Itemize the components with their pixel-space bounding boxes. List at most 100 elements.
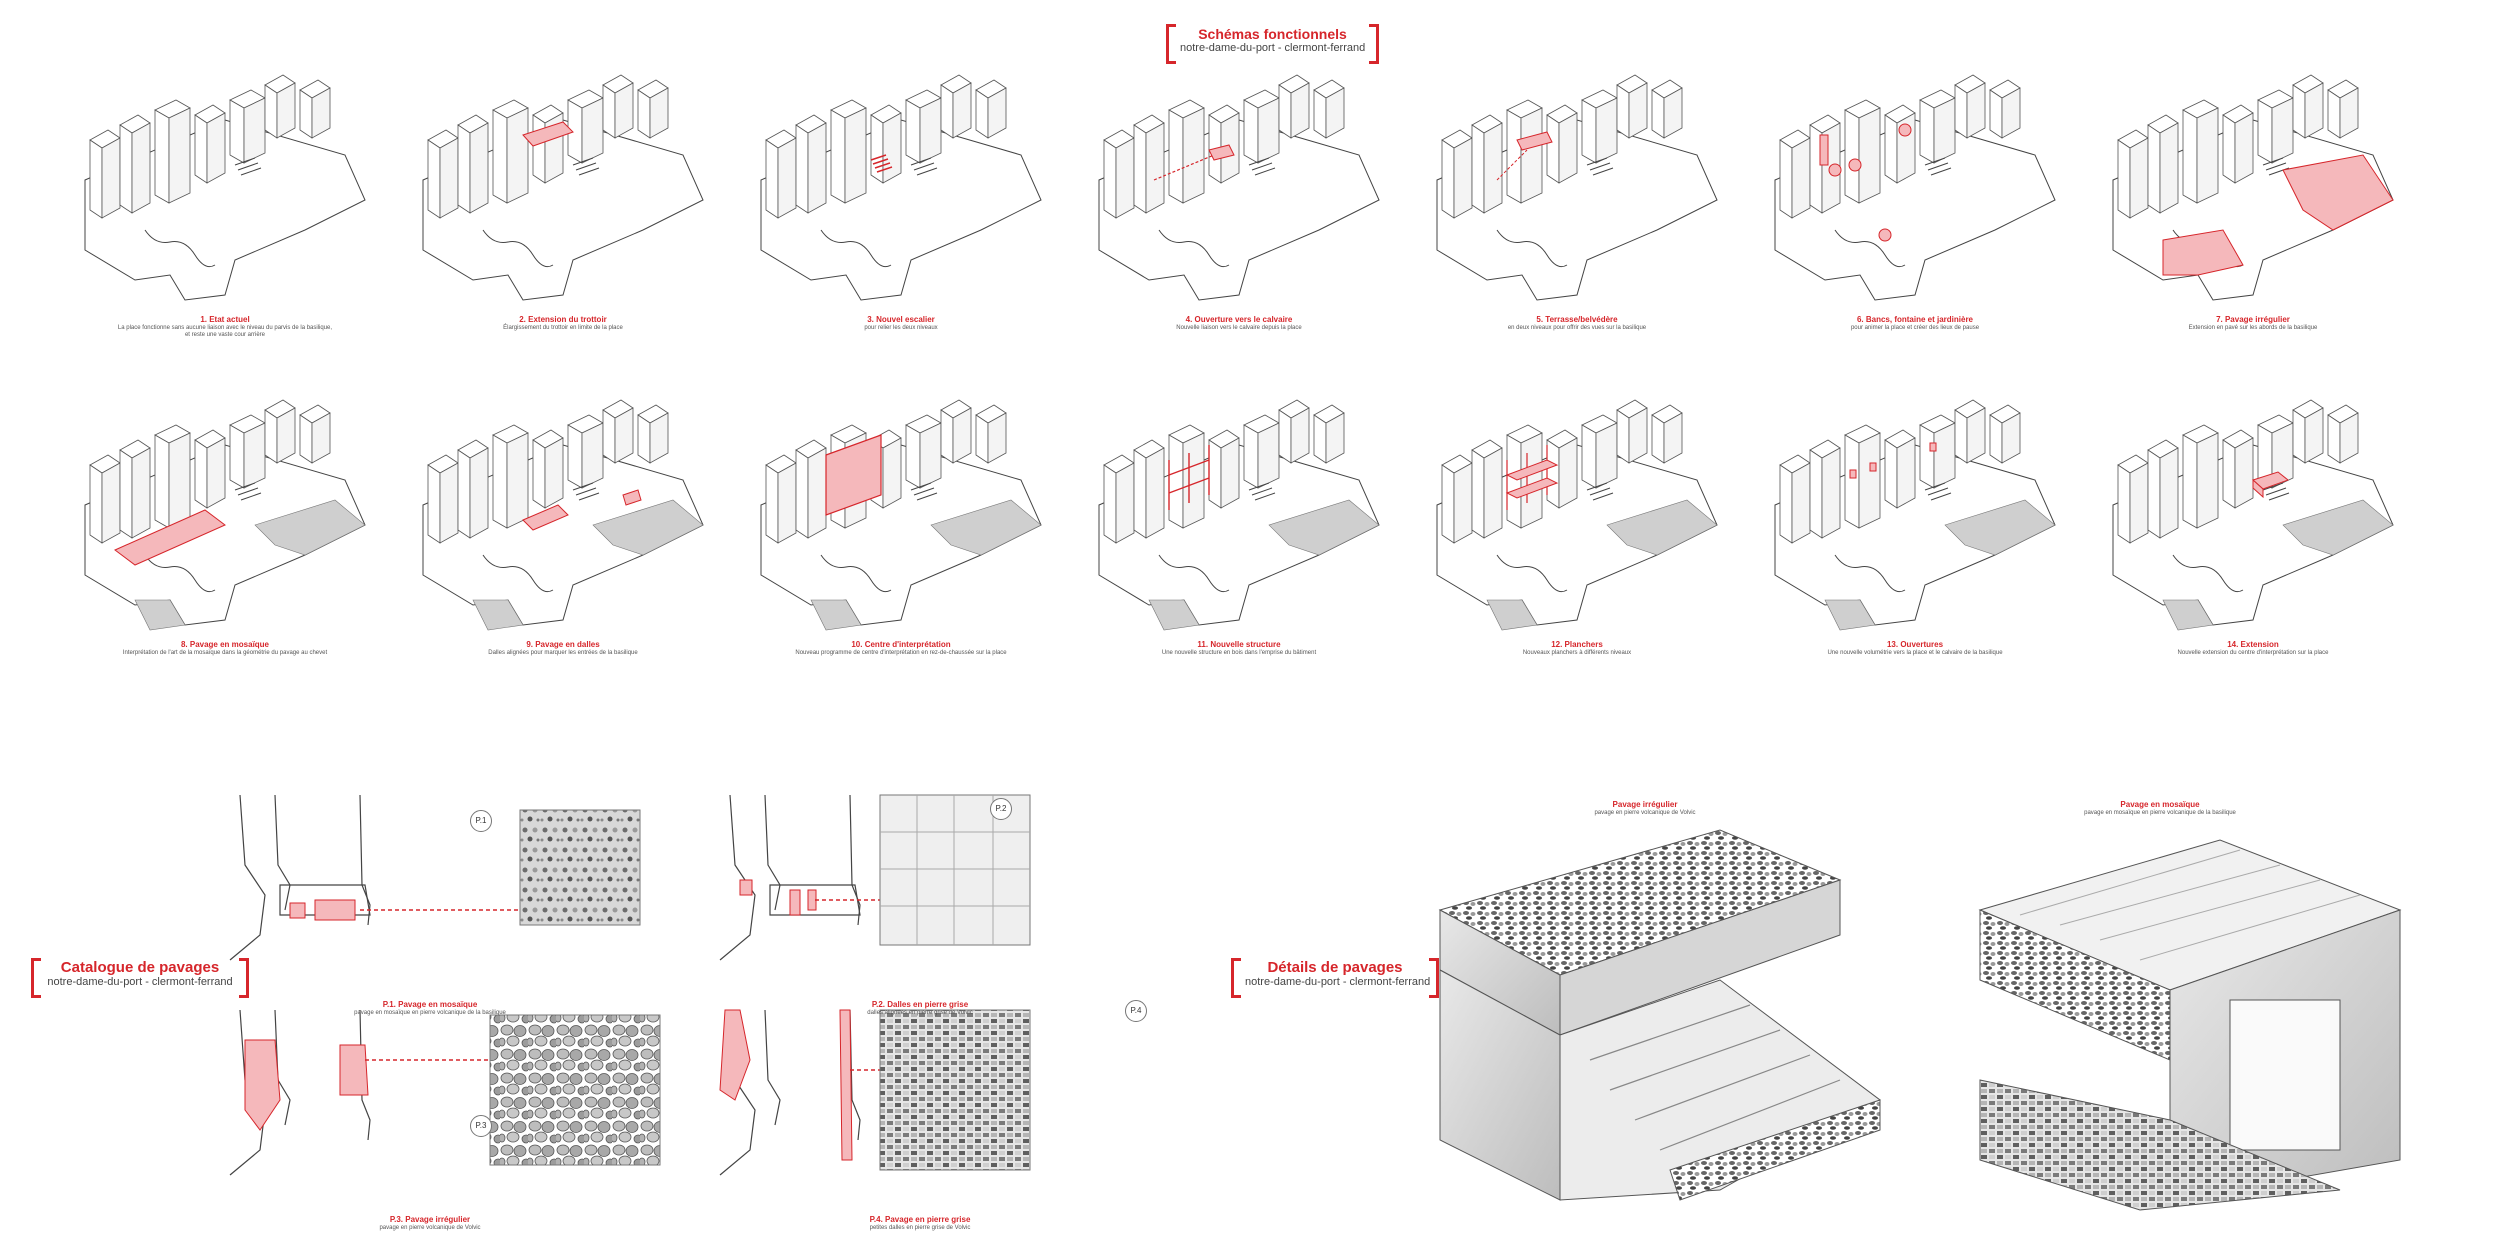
scheme-title: 3. Nouvel escalier [867,315,935,324]
scheme-axonometry [422,399,704,631]
detail-description: pavage en pierre volcanique de Volvic [1594,810,1696,816]
scheme-title: 4. Ouverture vers le calvaire [1185,315,1293,324]
details-title: Détails de pavages [1267,959,1403,976]
scheme-description: Nouvelle extension du centre d'interprét… [2177,650,2329,656]
bracket-right [1429,958,1439,998]
scheme-title: 10. Centre d'interprétation [851,640,951,649]
paving-description: dalles alignées en pierre grise de Volvi… [867,1010,973,1016]
bracket-left [31,958,41,998]
scheme-description: Élargissement du trottoir en limite de l… [503,325,623,331]
scheme-title: 2. Extension du trottoir [519,315,607,324]
scheme-title: 9. Pavage en dalles [526,640,600,649]
scheme-title: 13. Ouvertures [1886,640,1944,649]
detail-title: Pavage irrégulier [1612,800,1678,809]
bracket-right [1369,24,1379,64]
scheme-axonometry [1436,74,1718,301]
scheme-description: Une nouvelle structure en bois dans l'em… [1161,650,1317,656]
scheme-description: Dalles alignées pour marquer les entrées… [488,650,638,656]
scheme-title: 1. Etat actuel [200,315,250,324]
bracket-left [1231,958,1241,998]
catalogue-plans [229,794,1031,1176]
paving-title: P.1. Pavage en mosaïque [382,1000,478,1009]
paving-badge: P.1 [470,810,492,832]
paving-badge: P.4 [1125,1000,1147,1022]
paving-description: pavage en mosaïque en pierre volcanique … [354,1010,506,1016]
scheme-title: 8. Pavage en mosaïque [180,640,270,649]
scheme-title: 14. Extension [2227,640,2279,649]
scheme-description: pour animer la place et créer des lieux … [1850,325,1980,331]
paving-title: P.4. Pavage en pierre grise [869,1215,971,1224]
scheme-axonometry [1774,399,2056,631]
scheme-axonometry [2112,399,2394,631]
scheme-description: Nouveau programme de centre d'interpréta… [795,650,1007,656]
scheme-axonometry [422,74,704,301]
scheme-description: Extension en pavé sur les abords de la b… [2188,325,2318,331]
plan-p2 [719,794,1031,961]
scheme-title: 7. Pavage irrégulier [2216,315,2290,324]
paving-badge: P.2 [990,798,1012,820]
scheme-title: 11. Nouvelle structure [1197,640,1281,649]
detail-title: Pavage en mosaïque [2120,800,2200,809]
scheme-axonometry [1098,74,1380,301]
detail-mosaic-drawing [1978,839,2402,1211]
scheme-axonometry [760,74,1042,301]
detail-description: pavage en mosaïque en pierre volcanique … [2084,810,2236,816]
catalogue-subtitle: notre-dame-du-port - clermont-ferrand [47,976,233,988]
scheme-axonometry [1098,399,1380,631]
paving-description: pavage en pierre volcanique de Volvic [379,1225,481,1231]
scheme-description: Nouveaux planchers à différents niveaux [1522,650,1632,656]
paving-description: petites dalles en pierre grise de Volvic [869,1225,971,1231]
plan-p4 [719,1009,1031,1176]
scheme-description: pour relier les deux niveaux [864,325,938,331]
scheme-axonometry [84,74,366,301]
scheme-axonometry [1774,74,2056,301]
scheme-description: Interprétation de l'art de la mosaïque d… [122,650,328,656]
catalogue-title-block: Catalogue de pavages notre-dame-du-port … [31,958,249,998]
catalogue-title: Catalogue de pavages [60,959,220,976]
scheme-title: 12. Planchers [1551,640,1603,649]
bracket-right [239,958,249,998]
scheme-title: 6. Bancs, fontaine et jardinière [1856,315,1974,324]
details-drawings [1438,829,2402,1211]
scheme-axonometry [1436,399,1718,631]
paving-title: P.3. Pavage irrégulier [389,1215,471,1224]
detail-irregular-drawing [1438,829,1881,1201]
scheme-description: en deux niveaux pour offrir des vues sur… [1507,325,1647,331]
scheme-axonometry [84,399,366,631]
scheme-description: Une nouvelle volumétrie vers la place et… [1827,650,2003,656]
scheme-axonometry [2112,74,2394,301]
scheme-title: 5. Terrasse/belvédère [1536,315,1618,324]
details-subtitle: notre-dame-du-port - clermont-ferrand [1245,976,1431,988]
plan-p1 [229,794,641,961]
